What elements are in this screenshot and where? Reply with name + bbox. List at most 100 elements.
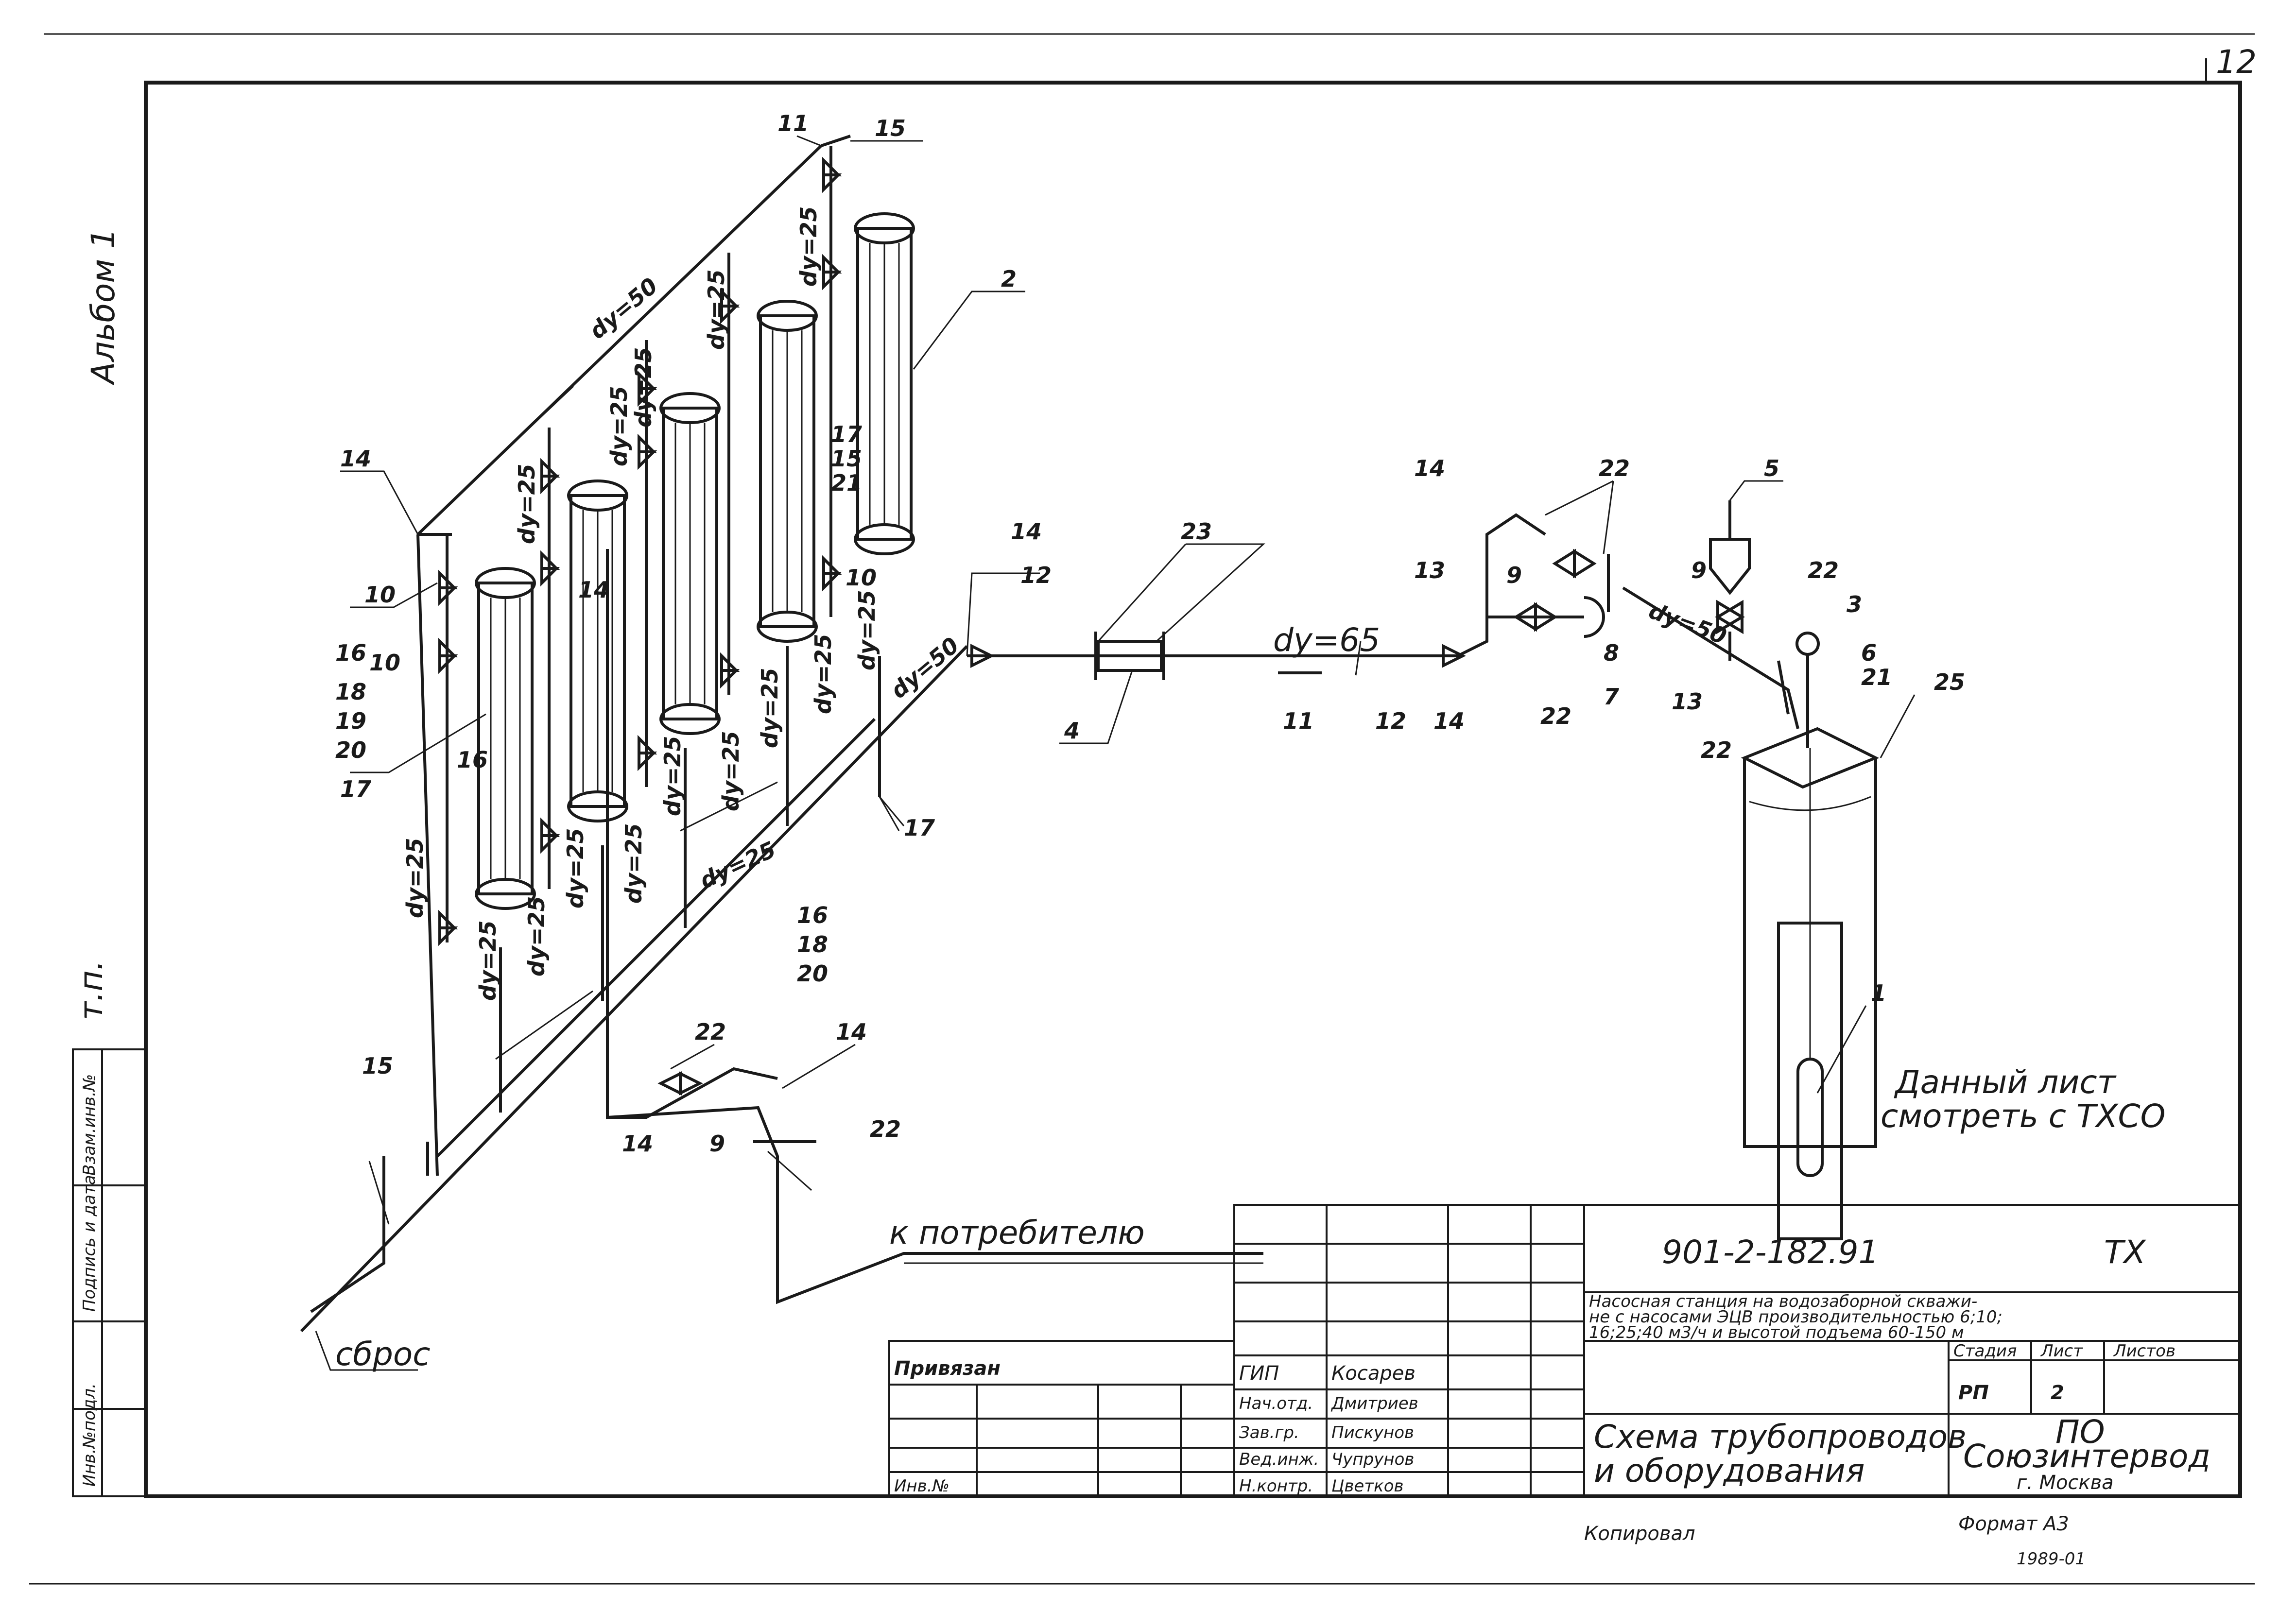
pipe-network — [300, 135, 1263, 1333]
callout-8: 8 — [1604, 640, 1619, 666]
filter-column-1 — [475, 567, 536, 910]
callout-22c: 22 — [1808, 557, 1839, 583]
dim-dy25-n: dy=25 — [810, 634, 836, 714]
filter-column-3 — [659, 392, 721, 735]
callout-23: 23 — [1181, 518, 1212, 545]
callout-14d: 14 — [1433, 708, 1465, 734]
callout-16c: 16 — [797, 902, 828, 928]
callout-20: 20 — [335, 737, 366, 763]
stage-value: РП — [1958, 1382, 1989, 1404]
main-line — [967, 513, 1799, 729]
callout-14b: 14 — [578, 577, 609, 603]
outer-frame — [144, 81, 2242, 1498]
callout-15: 15 — [875, 115, 906, 141]
callout-22f: 22 — [870, 1116, 901, 1142]
callout-12b: 12 — [1375, 708, 1406, 734]
callout-14f: 14 — [836, 1019, 867, 1045]
dim-dy25-a: dy=25 — [514, 464, 540, 544]
callout-1: 1 — [1871, 980, 1886, 1006]
callout-13: 13 — [1414, 557, 1445, 583]
callout-21b: 21 — [831, 470, 862, 496]
dimension-labels: dy=50 dy=25 dy=25 dy=25 dy=25 dy=25 dy=2… — [402, 206, 1730, 1001]
callout-14e: 14 — [1414, 455, 1445, 481]
dim-dy25-m: dy=25 — [757, 668, 783, 748]
dim-dy25-b: dy=25 — [606, 386, 632, 466]
callout-16: 16 — [335, 640, 366, 666]
dim-dy25-p: dy=25 — [696, 836, 780, 894]
filter-column-4 — [757, 300, 818, 643]
callout-17: 17 — [340, 776, 371, 802]
org-1: ПО — [2055, 1413, 2105, 1451]
callout-19: 19 — [335, 708, 366, 734]
callouts: 11 15 2 14 10 10 16 18 19 20 17 17 15 21… — [335, 110, 1965, 1157]
callout-11b: 11 — [1283, 708, 1314, 734]
album-label: Альбом 1 — [85, 228, 122, 386]
callout-9: 9 — [1506, 562, 1522, 588]
inv-label: Инв.№ — [894, 1476, 949, 1496]
sheet-value: 2 — [2051, 1382, 2064, 1404]
stamp-sign-date: Подпись и дата — [80, 1175, 99, 1312]
copied-label: Копировал — [1584, 1523, 1695, 1545]
callout-12: 12 — [1020, 562, 1052, 588]
name-3: Чупрунов — [1331, 1450, 1414, 1469]
role-control: Н.контр. — [1239, 1476, 1313, 1496]
callout-22: 22 — [1599, 455, 1630, 481]
callout-16b: 16 — [457, 747, 488, 773]
project-line-2: не с насосами ЭЦВ производительностью 6;… — [1589, 1307, 2003, 1327]
drain-label: сброс — [335, 1336, 431, 1373]
filter-column-5 — [854, 212, 915, 555]
dim-dy25-h: dy=25 — [523, 896, 550, 976]
callout-9c: 9 — [709, 1130, 725, 1157]
drawing-title-2: и оборудования — [1594, 1452, 1864, 1490]
callout-10b: 10 — [369, 650, 400, 676]
lower-branch — [368, 1071, 816, 1225]
callout-17c: 17 — [904, 815, 935, 841]
callout-3: 3 — [1847, 591, 1862, 617]
stage-header: Стадия — [1953, 1341, 2017, 1361]
callout-10c: 10 — [846, 565, 877, 591]
stamp-inv-orig: Инв.№подл. — [80, 1383, 99, 1487]
role-gip: ГИП — [1239, 1362, 1279, 1385]
note-line-1: Данный лист — [1894, 1063, 2117, 1101]
dim-dy25-i: dy=25 — [562, 828, 588, 908]
callout-15c: 15 — [362, 1053, 393, 1079]
doc-code: 901-2-182.91 — [1662, 1233, 1879, 1271]
doc-mark: ТХ — [2104, 1233, 2146, 1271]
callout-14c: 14 — [1011, 518, 1042, 545]
callout-11: 11 — [777, 110, 809, 137]
callout-25: 25 — [1934, 669, 1965, 695]
format-label: Формат А3 — [1958, 1513, 2069, 1535]
side-stamp: Взам.инв.№ Подпись и дата Инв.№подл. — [72, 1048, 147, 1497]
project-line-1: Насосная станция на водозаборной скважи- — [1589, 1292, 1977, 1311]
callout-10: 10 — [364, 582, 396, 608]
filter-column-2 — [567, 480, 628, 822]
stamp-instead-inv: Взам.инв.№ — [80, 1074, 99, 1176]
name-4: Цветков — [1331, 1476, 1404, 1496]
org-3: г. Москва — [2017, 1472, 2114, 1494]
dim-dy25-j: dy=25 — [621, 823, 647, 904]
drawing-title-1: Схема трубопроводов — [1594, 1418, 1967, 1456]
callout-17b: 17 — [831, 421, 862, 447]
name-2: Пискунов — [1331, 1423, 1414, 1442]
callout-15b: 15 — [831, 445, 862, 472]
dim-dy25-o: dy=25 — [854, 590, 880, 670]
callout-13b: 13 — [1672, 688, 1703, 715]
callout-21: 21 — [1861, 664, 1892, 690]
name-0: Косарев — [1331, 1362, 1416, 1385]
callout-22d: 22 — [1701, 737, 1732, 763]
valves — [438, 156, 842, 946]
tp-label: т.п. — [72, 960, 110, 1020]
dim-dy25-e: dy=25 — [795, 206, 822, 287]
title-block: ГИП Нач.отд. Зав.гр. Вед.инж. Н.контр. К… — [888, 1204, 2241, 1497]
callout-14g: 14 — [622, 1130, 653, 1157]
callout-6: 6 — [1861, 640, 1877, 666]
dim-dy65: dy=65 — [1273, 621, 1380, 659]
callout-2: 2 — [1001, 266, 1017, 292]
drain-leader — [315, 1331, 418, 1371]
dim-dy25-f: dy=25 — [402, 838, 428, 918]
bound-label: Привязан — [894, 1357, 1001, 1380]
callout-22b: 22 — [1540, 703, 1571, 729]
filter-columns — [475, 212, 915, 910]
callout-7: 7 — [1604, 684, 1619, 710]
